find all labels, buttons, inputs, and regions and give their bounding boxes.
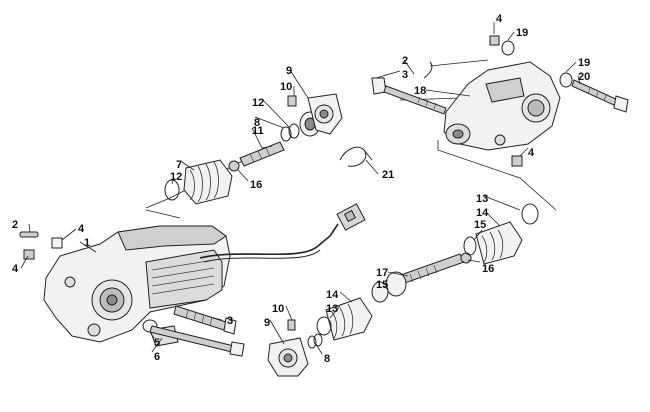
callout-17: 17 [376, 267, 388, 279]
callout-10-lower: 10 [272, 303, 284, 315]
callout-4-left-top: 4 [78, 223, 85, 235]
stud-2-upper [423, 61, 433, 79]
callout-2-upper: 2 [402, 55, 408, 67]
wiring-harness [199, 203, 366, 263]
callout-8-lower: 8 [324, 353, 330, 365]
nut-4-lower-right [511, 155, 523, 167]
callout-14-lower: 14 [326, 289, 339, 301]
callout-12-upper: 12 [252, 97, 264, 109]
callout-5: 5 [154, 337, 160, 349]
callout-11: 11 [252, 125, 264, 137]
upper-left-axle-group [164, 93, 343, 205]
left-fasteners [19, 231, 63, 260]
callout-1: 1 [84, 237, 90, 249]
callout-4-right: 4 [528, 147, 535, 159]
front-gear-case [43, 225, 231, 347]
callout-labels: 1 2 2 3 3 4 4 4 4 5 6 7 8 8 9 9 10 10 11… [12, 13, 590, 365]
callout-13-right: 13 [476, 193, 488, 205]
leader-lines [20, 22, 581, 355]
callout-13-lower: 13 [326, 303, 338, 315]
bolt-6-and-washer-5 [142, 319, 245, 357]
callout-20: 20 [578, 71, 590, 83]
callout-10-upper: 10 [280, 81, 292, 93]
callout-6: 6 [154, 351, 160, 363]
callout-16-left: 16 [250, 179, 262, 191]
callout-15-lower: 15 [376, 279, 388, 291]
bolt-20-and-washer-19 [559, 72, 629, 113]
bolt-3-upper [371, 77, 447, 115]
callout-2-left: 2 [12, 219, 18, 231]
callout-9-lower: 9 [264, 317, 270, 329]
callout-21: 21 [382, 169, 394, 181]
callout-19-top: 19 [516, 27, 528, 39]
callout-3-upper: 3 [402, 69, 408, 81]
callout-4-left-bottom: 4 [12, 263, 19, 275]
callout-9-upper: 9 [286, 65, 292, 77]
clamp-21 [339, 146, 373, 167]
callout-15-right: 15 [474, 219, 486, 231]
callout-16-right: 16 [482, 263, 494, 275]
bolt-3-lower [173, 305, 237, 335]
callout-8-upper: 8 [254, 117, 260, 129]
callout-14-right: 14 [476, 207, 489, 219]
callout-12-left: 12 [170, 171, 182, 183]
callout-4-top-right: 4 [496, 13, 503, 25]
callout-18: 18 [414, 85, 426, 97]
callout-7: 7 [176, 159, 182, 171]
lower-right-axle-group [371, 203, 539, 303]
callout-3-lower: 3 [227, 315, 233, 327]
rear-gear-housing [443, 61, 561, 151]
callout-19-right: 19 [578, 57, 590, 69]
nut-4-and-washer-19-top [489, 35, 515, 56]
